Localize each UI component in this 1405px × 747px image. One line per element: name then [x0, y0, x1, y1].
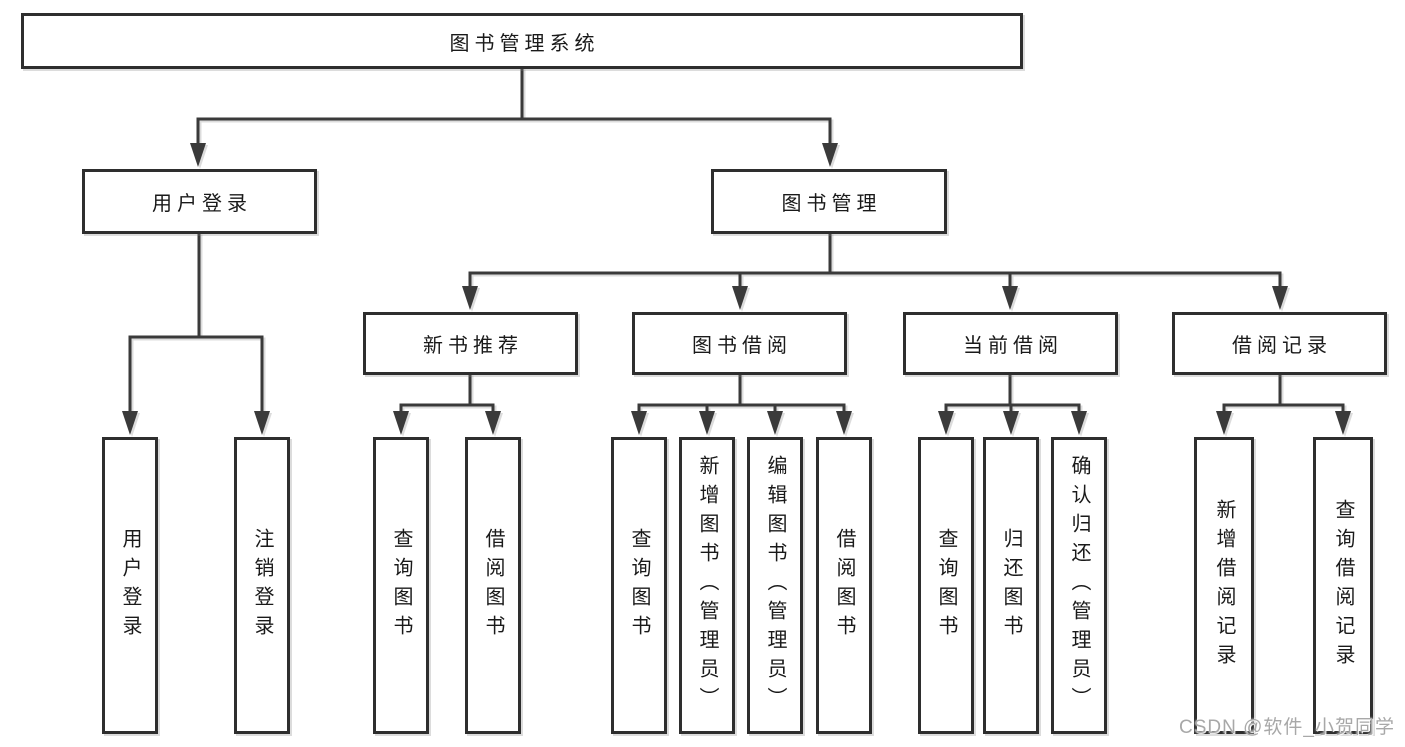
leaf-br-add-record: 新增借阅记录 [1194, 437, 1254, 734]
leaf-br-query-record-label: 查询借阅记录 [1332, 498, 1354, 673]
leaf-rec-borrow-books-label: 借阅图书 [482, 527, 504, 644]
node-root: 图书管理系统 [21, 13, 1023, 69]
leaf-cb-query-books-label: 查询图书 [935, 527, 957, 644]
leaf-cb-query-books: 查询图书 [918, 437, 974, 734]
leaf-bb-borrow-books-label: 借阅图书 [833, 527, 855, 644]
leaf-cb-return-books: 归还图书 [983, 437, 1039, 734]
leaf-user-login: 用户登录 [102, 437, 158, 734]
leaf-br-query-record: 查询借阅记录 [1313, 437, 1373, 734]
leaf-rec-borrow-books: 借阅图书 [465, 437, 521, 734]
leaf-bb-add-books: 新增图书（管理员） [679, 437, 735, 734]
leaf-bb-borrow-books: 借阅图书 [816, 437, 872, 734]
node-book-mgmt-label: 图书管理 [781, 193, 882, 215]
leaf-bb-query-books: 查询图书 [611, 437, 667, 734]
leaf-rec-query-books-label: 查询图书 [390, 527, 412, 644]
node-current-borrow-label: 当前借阅 [963, 335, 1063, 357]
leaf-cb-confirm-return: 确认归还（管理员） [1051, 437, 1107, 734]
leaf-bb-query-books-label: 查询图书 [628, 527, 650, 644]
leaf-bb-edit-books: 编辑图书（管理员） [747, 437, 803, 734]
leaf-user-login-label: 用户登录 [119, 527, 141, 644]
leaf-logout: 注销登录 [234, 437, 290, 734]
leaf-rec-query-books: 查询图书 [373, 437, 429, 734]
node-current-borrow: 当前借阅 [903, 312, 1118, 375]
node-new-book-rec: 新书推荐 [363, 312, 578, 375]
node-borrow-records-label: 借阅记录 [1232, 335, 1332, 357]
node-new-book-rec-label: 新书推荐 [423, 335, 523, 357]
leaf-br-add-record-label: 新增借阅记录 [1213, 498, 1235, 673]
arrowheads [122, 143, 1351, 435]
leaf-logout-label: 注销登录 [251, 527, 273, 644]
csdn-watermark: CSDN @软件_小贺同学 [1179, 717, 1395, 738]
node-book-borrow-label: 图书借阅 [692, 335, 792, 357]
leaf-bb-add-books-label: 新增图书（管理员） [696, 455, 718, 716]
node-book-borrow: 图书借阅 [632, 312, 847, 375]
leaf-cb-return-books-label: 归还图书 [1000, 527, 1022, 644]
leaf-bb-edit-books-label: 编辑图书（管理员） [764, 455, 786, 716]
node-borrow-records: 借阅记录 [1172, 312, 1387, 375]
node-root-label: 图书管理系统 [449, 32, 600, 55]
leaf-cb-confirm-return-label: 确认归还（管理员） [1068, 455, 1090, 716]
node-user-login: 用户登录 [82, 169, 317, 234]
node-book-mgmt: 图书管理 [711, 169, 947, 234]
node-user-login-label: 用户登录 [152, 193, 252, 215]
